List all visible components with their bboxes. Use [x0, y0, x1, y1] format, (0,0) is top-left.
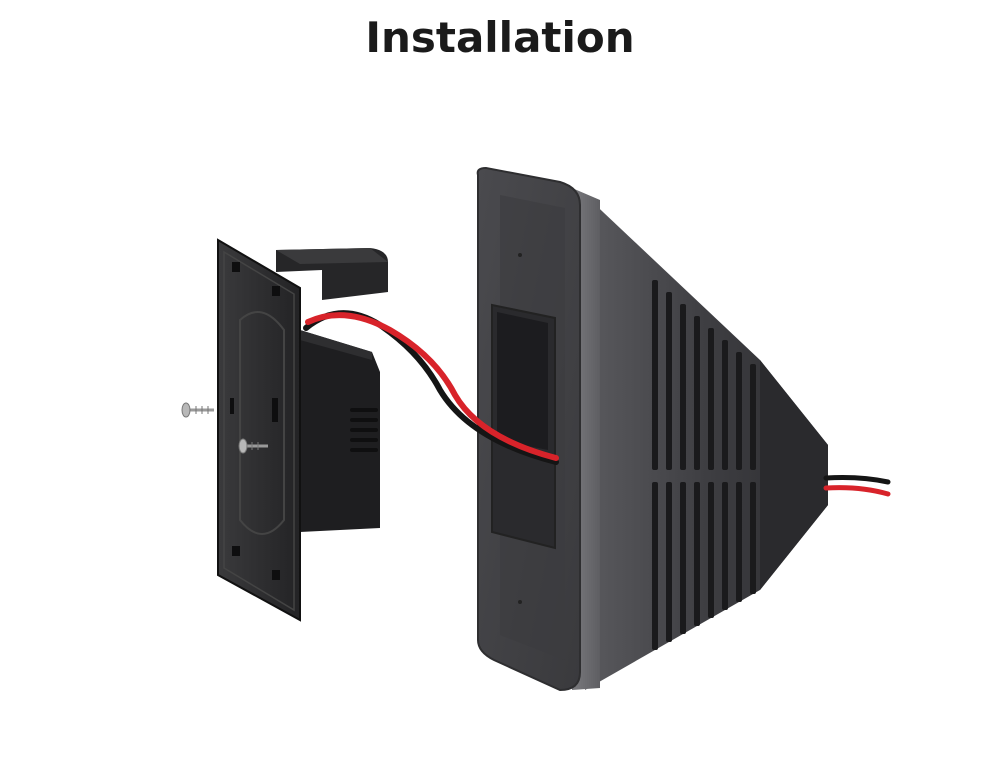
switch-module	[276, 248, 388, 532]
mounting-plate	[217, 238, 301, 622]
screw-detached	[181, 402, 214, 418]
screw-installed	[238, 438, 268, 454]
rear-wires	[823, 475, 891, 497]
connection-wires	[303, 310, 559, 465]
page-title: Installation	[365, 13, 635, 62]
back-housing	[476, 166, 828, 692]
